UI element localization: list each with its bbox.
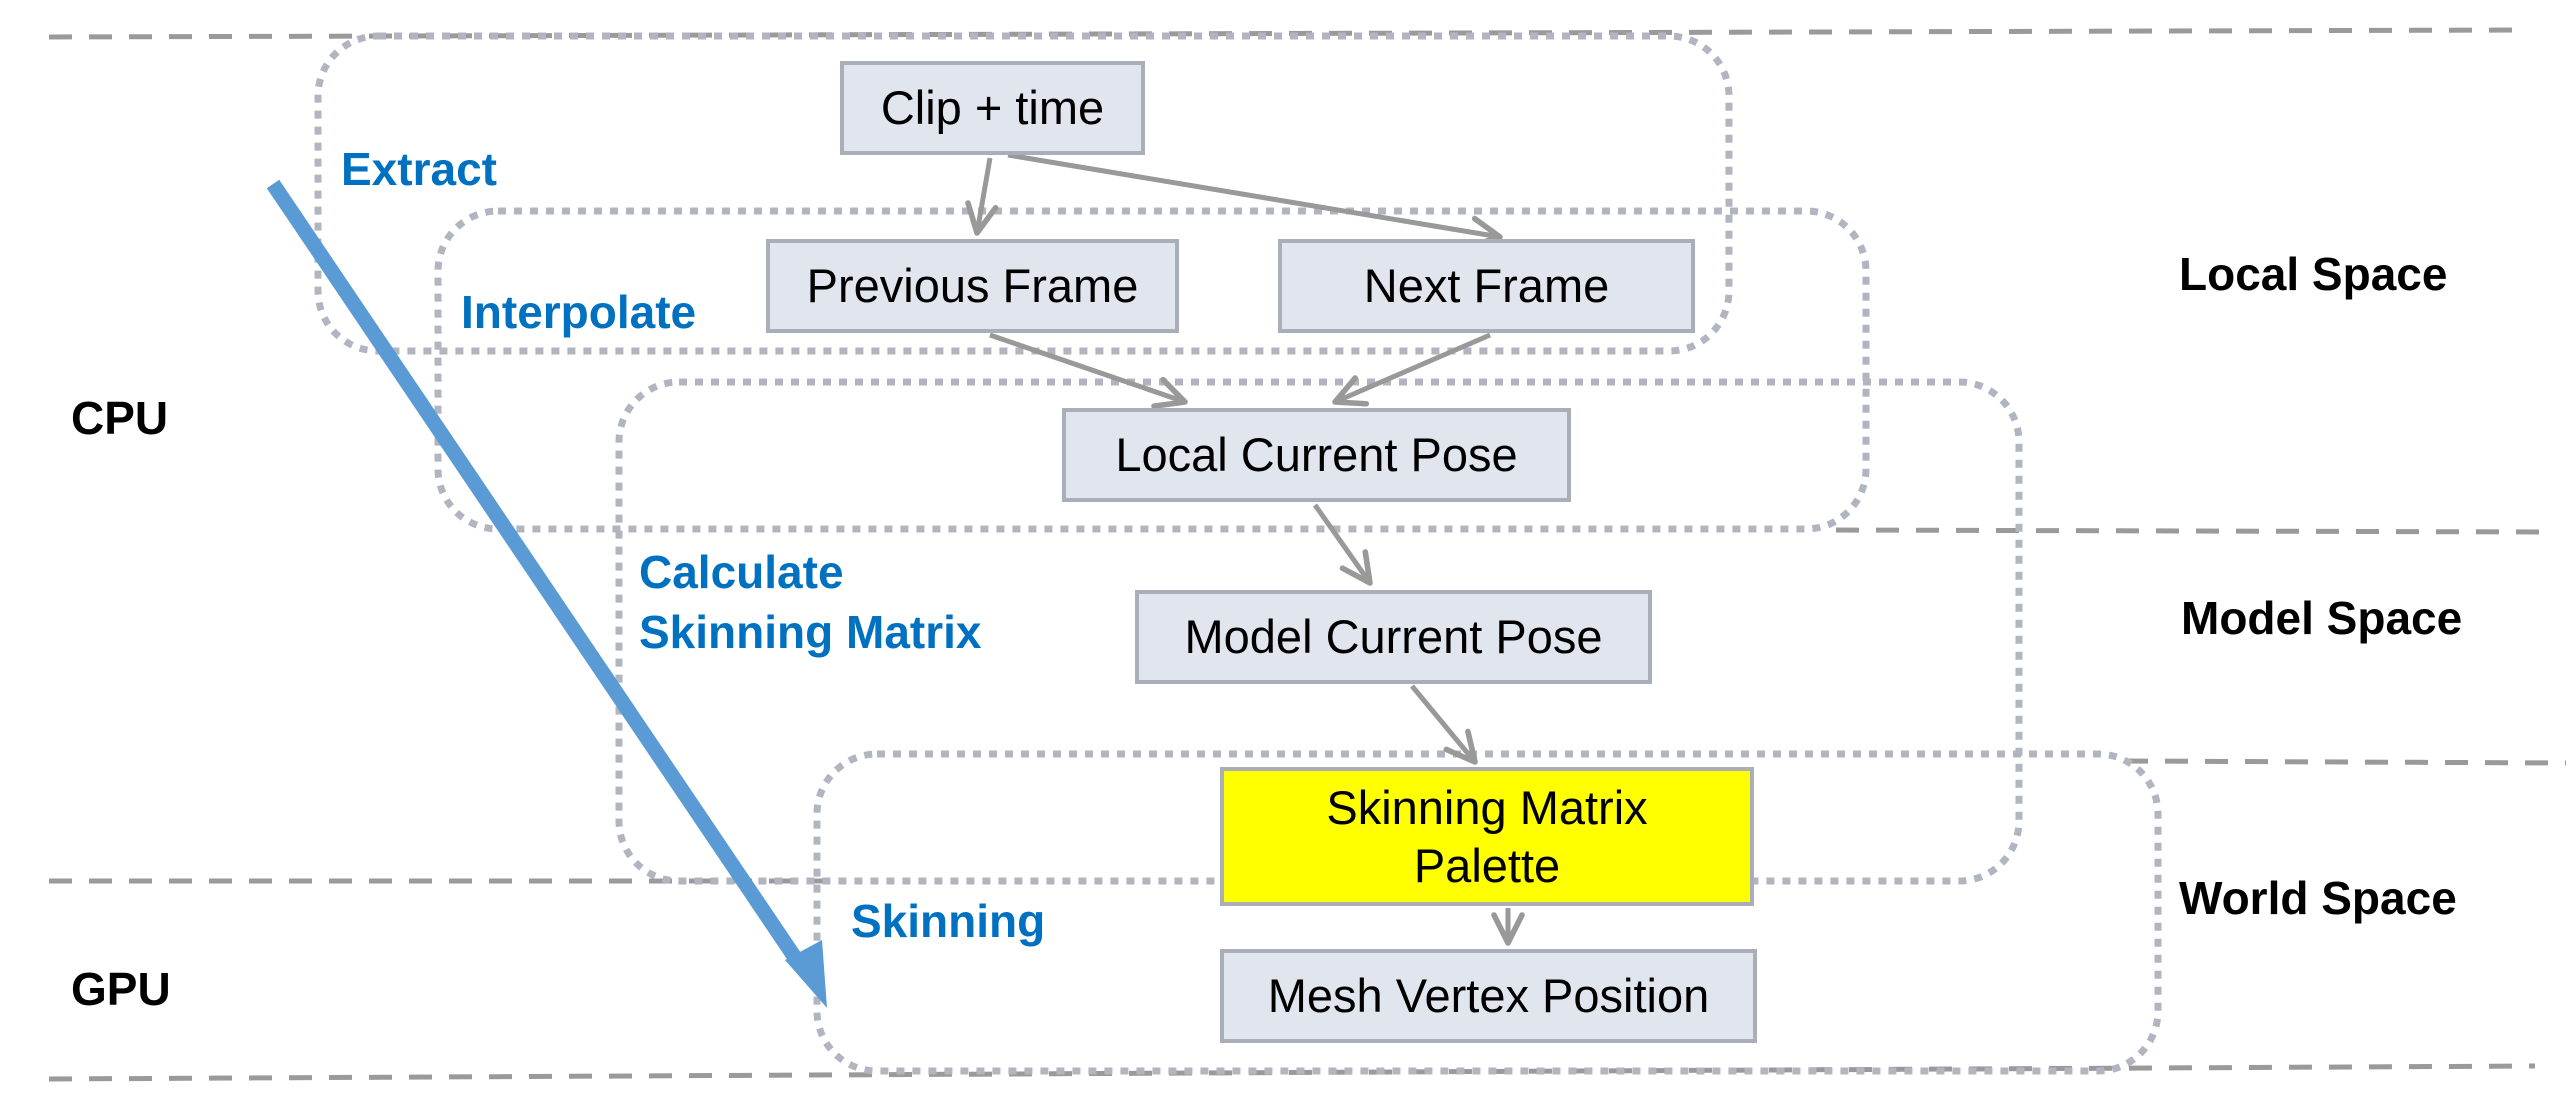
- node-local-current-pose: Local Current Pose: [1062, 408, 1571, 502]
- group-extract: [314, 32, 1733, 355]
- node-label: Next Frame: [1363, 259, 1610, 313]
- node-label-line2: Palette: [1413, 838, 1561, 892]
- separator-top: [48, 27, 2521, 40]
- flow-arrow-shaft: [266, 179, 807, 970]
- group-label-interpolate: Interpolate: [461, 286, 697, 338]
- edge-model-to-palette: [1410, 684, 1478, 765]
- processor-label-gpu: GPU: [71, 963, 171, 1015]
- group-label-skinning: Skinning: [851, 895, 1046, 947]
- space-label-model: Model Space: [2181, 592, 2463, 644]
- node-label: Local Current Pose: [1115, 428, 1518, 482]
- node-skinning-matrix-palette: Skinning Matrix Palette: [1220, 767, 1754, 906]
- edge-local-to-model: [1312, 503, 1373, 586]
- node-label: Mesh Vertex Position: [1267, 969, 1710, 1023]
- node-label-line1: Skinning Matrix: [1326, 781, 1648, 835]
- separator-model-world: [2124, 758, 2567, 766]
- group-skinning: [813, 750, 2162, 1075]
- processor-label-cpu: CPU: [71, 392, 169, 444]
- edge-clip-to-previous: [965, 157, 999, 236]
- edge-next-to-local: [1332, 332, 1491, 407]
- edge-clip-to-next: [1007, 152, 1503, 250]
- edge-previous-to-local: [989, 332, 1188, 409]
- group-label-extract: Extract: [341, 143, 497, 195]
- edges: [965, 152, 1525, 946]
- separator-local-model: [1835, 527, 2546, 535]
- node-model-current-pose: Model Current Pose: [1135, 590, 1652, 684]
- pipeline-flow-arrow: [266, 179, 827, 1008]
- node-label: Previous Frame: [806, 259, 1139, 313]
- space-label-world: World Space: [2179, 872, 2457, 924]
- node-next-frame: Next Frame: [1278, 239, 1695, 333]
- separator-bottom: [48, 1063, 2536, 1082]
- group-label-calculate-line2: Skinning Matrix: [639, 605, 982, 658]
- group-label-calculate-line1: Calculate: [639, 546, 844, 598]
- node-label: Model Current Pose: [1184, 610, 1603, 664]
- node-clip-time: Clip + time: [840, 61, 1145, 155]
- space-label-local: Local Space: [2179, 248, 2448, 300]
- flow-arrowhead-icon: [785, 940, 827, 1008]
- node-mesh-vertex-position: Mesh Vertex Position: [1220, 949, 1757, 1043]
- node-label: Clip + time: [880, 81, 1105, 135]
- node-previous-frame: Previous Frame: [766, 239, 1179, 333]
- group-label-calculate: Calculate Skinning Matrix: [639, 543, 981, 663]
